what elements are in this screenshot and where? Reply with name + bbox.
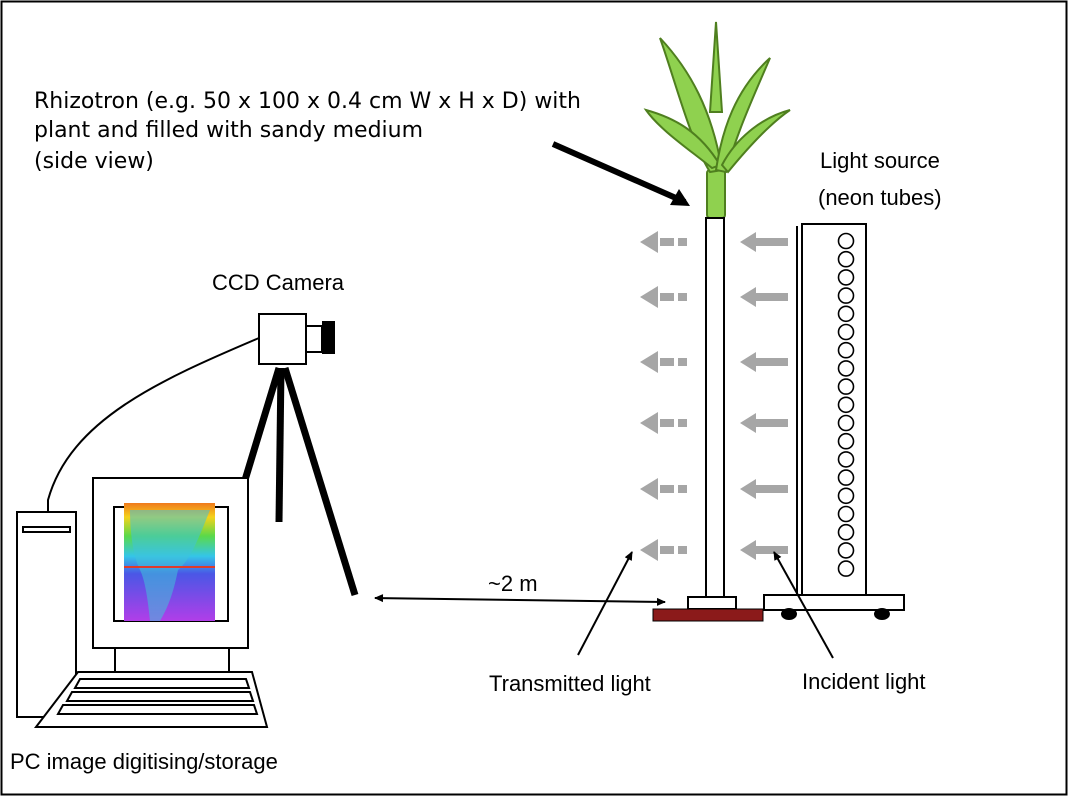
neon-tube-circle [837,305,855,323]
pc-tower [16,511,77,718]
neon-tube-icon [837,232,855,577]
distance-label: ~2 m [488,571,538,596]
pc-drive-slot [22,526,71,533]
transmitted-light-dash [660,485,674,493]
neon-tube-circle [837,432,855,450]
rhizotron-pointer-arrowhead [670,189,690,206]
ccd-camera-label: CCD Camera [212,270,345,295]
transmitted-light-arrow [640,231,658,253]
transmitted-light-dash [660,293,674,301]
neon-tube-circle [837,469,855,486]
neon-tube-circle [837,542,855,559]
transmitted-light-label: Transmitted light [489,671,651,696]
tripod-icon [241,366,359,597]
light-source-label-line1: Light source [820,148,940,173]
camera-cable [47,337,260,513]
pc-label: PC image digitising/storage [10,749,278,774]
base-board [652,608,764,622]
transmitted-light-dash [678,238,687,246]
neon-tube-circle [837,414,855,432]
transmitted-light-dash [678,293,687,301]
neon-tube-circle [837,560,855,577]
rhizotron-foot [687,596,737,610]
distance-arrow [374,594,666,606]
wheel-icon [781,608,797,620]
keyboard-rows [56,678,259,715]
neon-tube-circle [837,360,855,377]
incident-light-label: Incident light [802,669,926,694]
transmitted-light-dash [678,358,687,366]
transmitted-light-arrow [640,539,658,561]
incident-light-arrow [740,232,788,252]
computer-icon [16,477,269,728]
transmitted-light-dash [660,419,674,427]
incident-light-arrow [740,287,788,307]
incident-light-arrow [740,352,788,372]
transmitted-light-dash [678,485,687,493]
transmitted-light-dash [660,546,674,554]
rhizotron-panel [705,217,725,599]
neon-tube-circle [837,451,855,468]
rhizotron-label-line2: plant and filled with sandy medium [34,118,424,143]
transmitted-light-arrow [640,412,658,434]
neon-tube-circle [837,341,855,359]
camera-icon [258,313,335,365]
wheel-icon [874,608,890,620]
root-image-core [130,510,210,621]
neon-tube-circle [837,323,855,341]
incident-light-pointer [773,551,834,659]
incident-light-arrow [740,413,788,433]
neon-tube-circle [837,396,855,414]
transmitted-light-pointer [577,551,633,656]
neon-tube-circle [837,378,855,395]
monitor-stand [114,647,230,673]
light-source-base [763,594,905,611]
neon-tube-circle [837,269,855,286]
transmitted-light-dash [660,358,674,366]
neon-tube-circle [837,250,855,268]
neon-tube-circle [837,487,855,505]
neon-tube-circle [837,505,855,523]
light-source-label-line2: (neon tubes) [818,185,942,210]
neon-tube-circle [837,232,855,250]
incident-light-arrow [740,540,788,560]
transmitted-light-arrow [640,478,658,500]
light-arrow-icon [640,231,788,561]
neon-tube-circle [837,287,855,304]
neon-tube-circle [837,523,855,541]
transmitted-light-dash [678,546,687,554]
transmitted-light-dash [660,238,674,246]
light-source-cabinet [801,223,867,598]
incident-light-arrow [740,479,788,499]
transmitted-light-arrow [640,351,658,373]
plant-icon [643,21,791,219]
rhizotron-label-line3: (side view) [34,149,154,174]
transmitted-light-arrow [640,286,658,308]
rhizotron-pointer-arrow [551,141,687,205]
rhizotron-label-line1: Rhizotron (e.g. 50 x 100 x 0.4 cm W x H … [34,89,581,114]
transmitted-light-dash [678,419,687,427]
